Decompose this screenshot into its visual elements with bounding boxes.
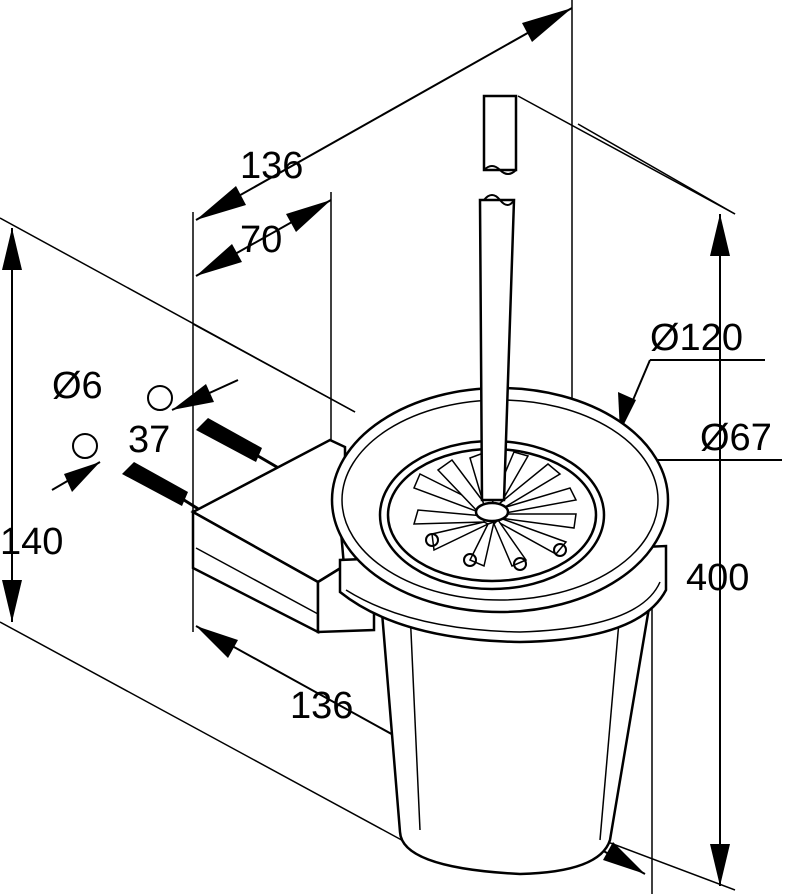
dim-brush-diameter: Ø67 bbox=[700, 417, 772, 459]
dim-total-height: 400 bbox=[686, 557, 749, 599]
screw-upper bbox=[196, 418, 283, 472]
dim-top-width: 136 bbox=[240, 145, 303, 187]
dim-wall-height: 140 bbox=[0, 521, 63, 563]
dim-screw-diameter: Ø6 bbox=[52, 365, 103, 407]
dimension-labels: 136 70 Ø120 Ø6 37 Ø67 140 400 136 bbox=[0, 145, 772, 727]
brush-handle bbox=[478, 94, 518, 502]
screw-hole-circle-lower bbox=[72, 433, 98, 459]
wall-screws bbox=[72, 385, 283, 512]
brush-head bbox=[386, 447, 598, 583]
glass-cup bbox=[378, 586, 654, 876]
dim-rim-diameter: Ø120 bbox=[650, 317, 743, 359]
screw-lower bbox=[122, 462, 201, 512]
dim-top-depth: 70 bbox=[240, 219, 282, 261]
dim-screw-length: 37 bbox=[128, 419, 170, 461]
extension-lines bbox=[0, 0, 736, 894]
screw-hole-circle-upper bbox=[147, 385, 173, 411]
dim-bracket-width: 136 bbox=[290, 685, 353, 727]
